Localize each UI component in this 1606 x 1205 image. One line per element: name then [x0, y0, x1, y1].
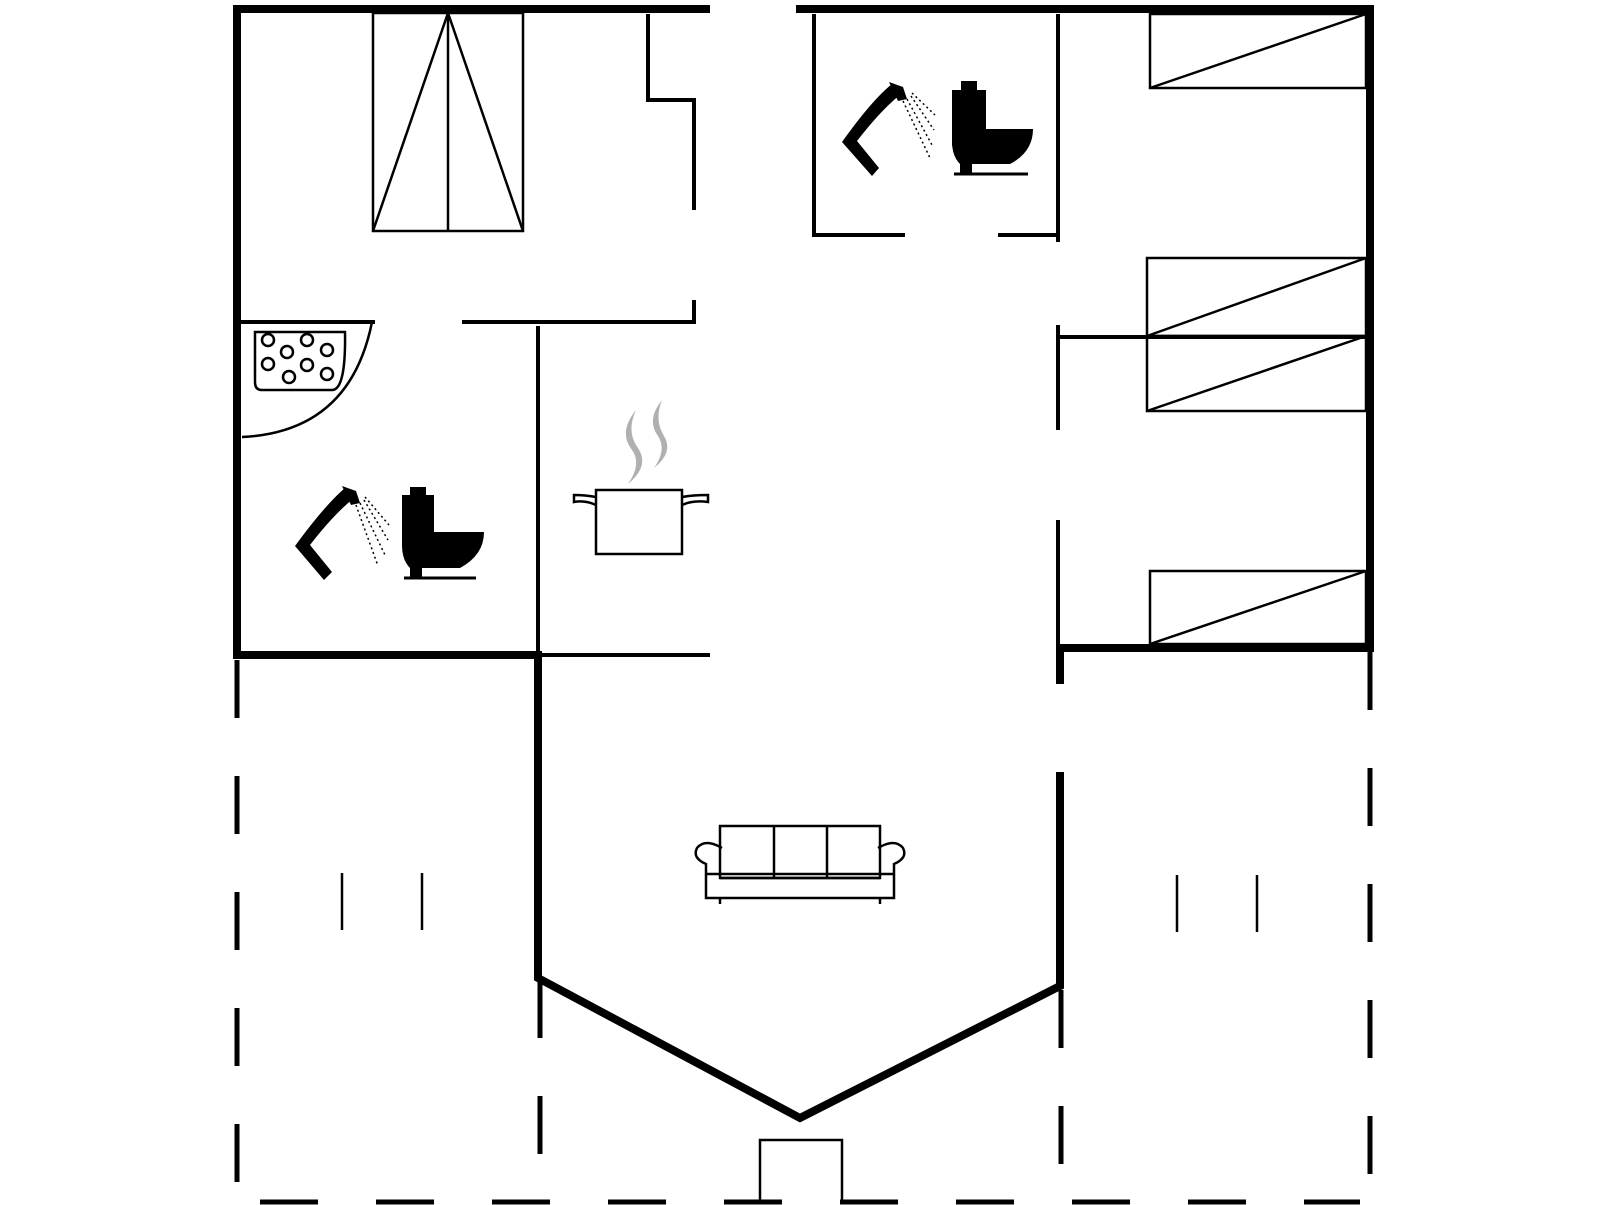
single-bed	[1148, 12, 1368, 90]
sofa-icon	[694, 824, 906, 904]
single-bed	[1148, 569, 1368, 646]
toilet-icon	[402, 487, 484, 580]
shower-icon	[295, 486, 390, 580]
exterior-walls	[233, 5, 1374, 684]
cooking-pot-icon	[572, 400, 710, 556]
shower-icon	[842, 82, 936, 176]
terrace-chair-marks	[340, 873, 1259, 932]
single-bed	[1145, 256, 1368, 413]
double-bed	[371, 11, 525, 233]
living-room-walls	[534, 656, 1064, 1123]
sauna-icon	[241, 321, 374, 439]
terrace-outline	[234, 652, 1373, 1205]
toilet-icon	[952, 81, 1033, 176]
